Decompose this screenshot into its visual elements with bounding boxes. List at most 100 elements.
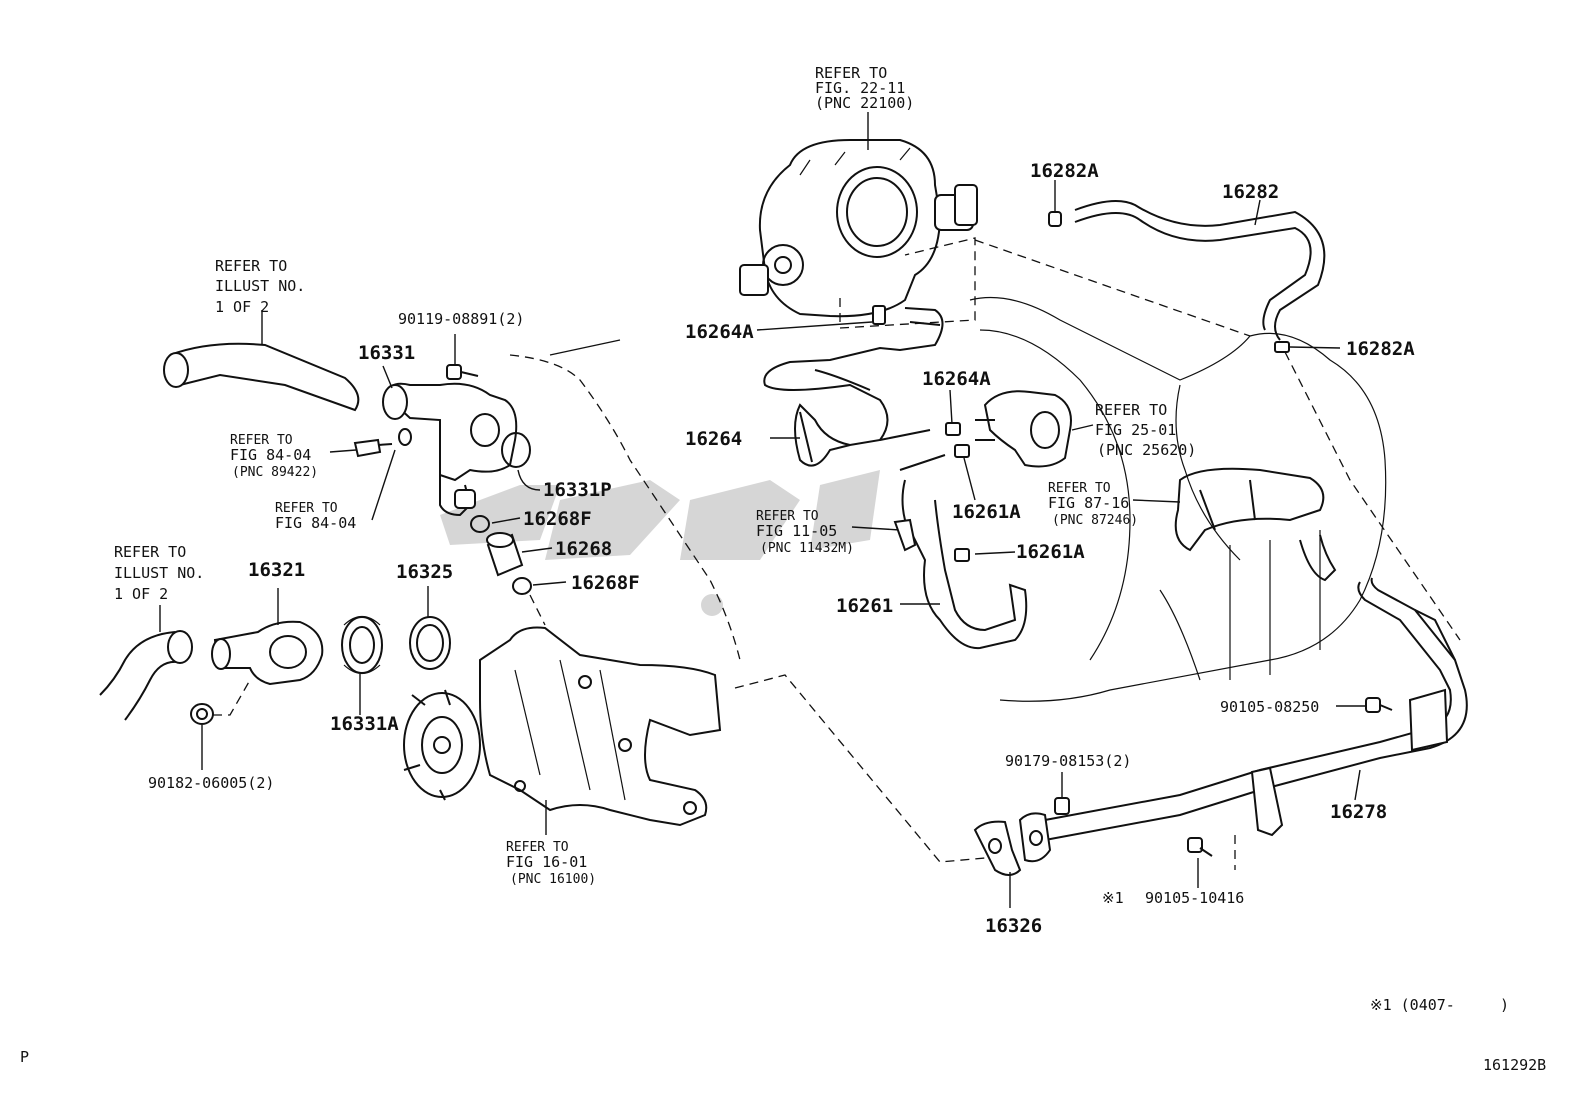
ref-illust-bottom: REFER TO ILLUST NO. 1 OF 2 [114,543,204,603]
ref-throttle-line1: REFER TO [815,64,887,82]
bolt-90105-08250 [1365,697,1393,713]
hose-16264 [763,305,1028,650]
ref-fig2501-line1: REFER TO [1095,401,1167,419]
pipe-16278 [1044,577,1468,841]
ref-illust-bottom-line3: 1 OF 2 [114,585,168,603]
ref-throttle-line3: (PNC 22100) [815,94,914,112]
gasket-16331P [501,432,531,468]
label-16325: 16325 [396,561,453,583]
water-outlet-16331 [382,382,518,517]
ring-16268F-a [470,515,490,533]
leader-sensor [329,449,357,453]
nut-90182 [190,703,214,725]
leader-16331P [517,469,541,491]
ref-illust-top-line2: ILLUST NO. [215,277,305,295]
ref-sensor: REFER TO FIG 84-04 (PNC 89422) [230,433,318,480]
label-16331P: 16331P [543,479,612,501]
ref-fig8404-line2: FIG 84-04 [275,514,356,532]
throttle-body [739,139,978,318]
watermark-logo [440,470,880,616]
note-marker: ※1 [1102,889,1124,907]
ref-sensor-line2: FIG 84-04 [230,446,311,464]
label-16282: 16282 [1222,181,1279,203]
intake-manifold [969,296,1387,702]
label-16268: 16268 [555,538,612,560]
label-90105-08250: 90105-08250 [1220,698,1319,716]
pipe-16268 [486,532,524,577]
ref-illust-top: REFER TO ILLUST NO. 1 OF 2 [215,257,305,316]
ref-fig8404: REFER TO FIG 84-04 [275,501,356,532]
ring-16268F-b [512,577,532,595]
dashed-manifold-to-pipe [1284,351,1461,641]
ref-pump-line3: (PNC 16100) [510,872,596,887]
hose-lower-left [99,630,193,721]
label-16264: 16264 [685,428,742,450]
leader-16278 [1354,769,1361,801]
sensor-89422 [353,428,412,458]
label-16282A-top: 16282A [1030,160,1099,182]
ref-fig1105-line2: FIG 11-05 [756,522,837,540]
ref-fig8404-line1: REFER TO [275,501,338,516]
label-16326: 16326 [985,915,1042,937]
label-16321: 16321 [248,559,305,581]
label-16268F-b: 16268F [571,572,640,594]
leaders-16282 [1054,180,1341,349]
leaders-16268 [491,517,567,586]
dashed-pump-to-gasket [734,674,986,863]
dashed-nut-to-housing [213,679,251,716]
dashed-ring-to-pump [529,594,546,626]
vsv-valve [975,390,1072,468]
dashed-throttle-box [839,237,976,329]
leaders-refs [851,499,1181,531]
figure-code: 161292B [1483,1056,1546,1074]
ref-illust-top-line3: 1 OF 2 [215,298,269,316]
label-16268F-a: 16268F [523,508,592,530]
water-pump [403,626,722,827]
ref-illust-bottom-line1: REFER TO [114,543,186,561]
ref-fig8716-line3: (PNC 87246) [1052,513,1138,528]
label-16261: 16261 [836,595,893,617]
block-edge [549,339,621,356]
label-90182-06005: 90182-06005(2) [148,774,274,792]
ref-fig1105: REFER TO FIG 11-05 (PNC 11432M) [756,509,854,556]
ref-fig8716: REFER TO FIG 87-16 (PNC 87246) [1048,481,1138,528]
ref-illust-bottom-line2: ILLUST NO. [114,564,204,582]
ref-fig2501: REFER TO FIG 25-01 (PNC 25620) [1095,401,1196,459]
corner-mark: P [20,1048,29,1066]
label-16264A-left: 16264A [685,321,754,343]
ref-sensor-line1: REFER TO [230,433,293,448]
ref-sensor-line3: (PNC 89422) [232,465,318,480]
dashed-block-outline [509,354,741,661]
vsv-connector-11432M [893,518,917,552]
ref-fig1105-line3: (PNC 11432M) [760,541,854,556]
leaders-16261 [900,457,1016,605]
ref-fig2501-line3: (PNC 25620) [1097,441,1196,459]
leaders-16264 [756,321,1094,439]
label-90119-08891: 90119-08891(2) [398,310,524,328]
gasket-16326 [973,812,1052,876]
dashed-throttle-to-manifold [974,239,1251,337]
ref-pump-line2: FIG 16-01 [506,853,587,871]
ref-throttle-line2: FIG. 22-11 [815,79,905,97]
bolt-90105-10416 [1187,837,1213,857]
leader-16331 [382,365,393,389]
label-16331: 16331 [358,342,415,364]
ref-fig2501-line2: FIG 25-01 [1095,421,1176,439]
ref-throttle: REFER TO FIG. 22-11 (PNC 22100) [815,64,914,112]
nut-90179 [1054,797,1070,815]
hose-upper-left [163,342,360,412]
label-16282A-right: 16282A [1346,338,1415,360]
ref-pump-line1: REFER TO [506,840,569,855]
thermostat-16331A [341,615,383,675]
gasket-16325 [409,616,451,670]
label-16264A-mid: 16264A [922,368,991,390]
label-16331A: 16331A [330,713,399,735]
bolt-90119 [446,364,479,380]
ref-fig8716-line1: REFER TO [1048,481,1111,496]
leader-fig8404 [371,449,396,521]
label-90105-10416: 90105-10416 [1145,889,1244,907]
thermostat-housing-16321 [211,620,324,686]
footer-note: ※1 (0407- ) [1370,996,1509,1014]
label-16278: 16278 [1330,801,1387,823]
